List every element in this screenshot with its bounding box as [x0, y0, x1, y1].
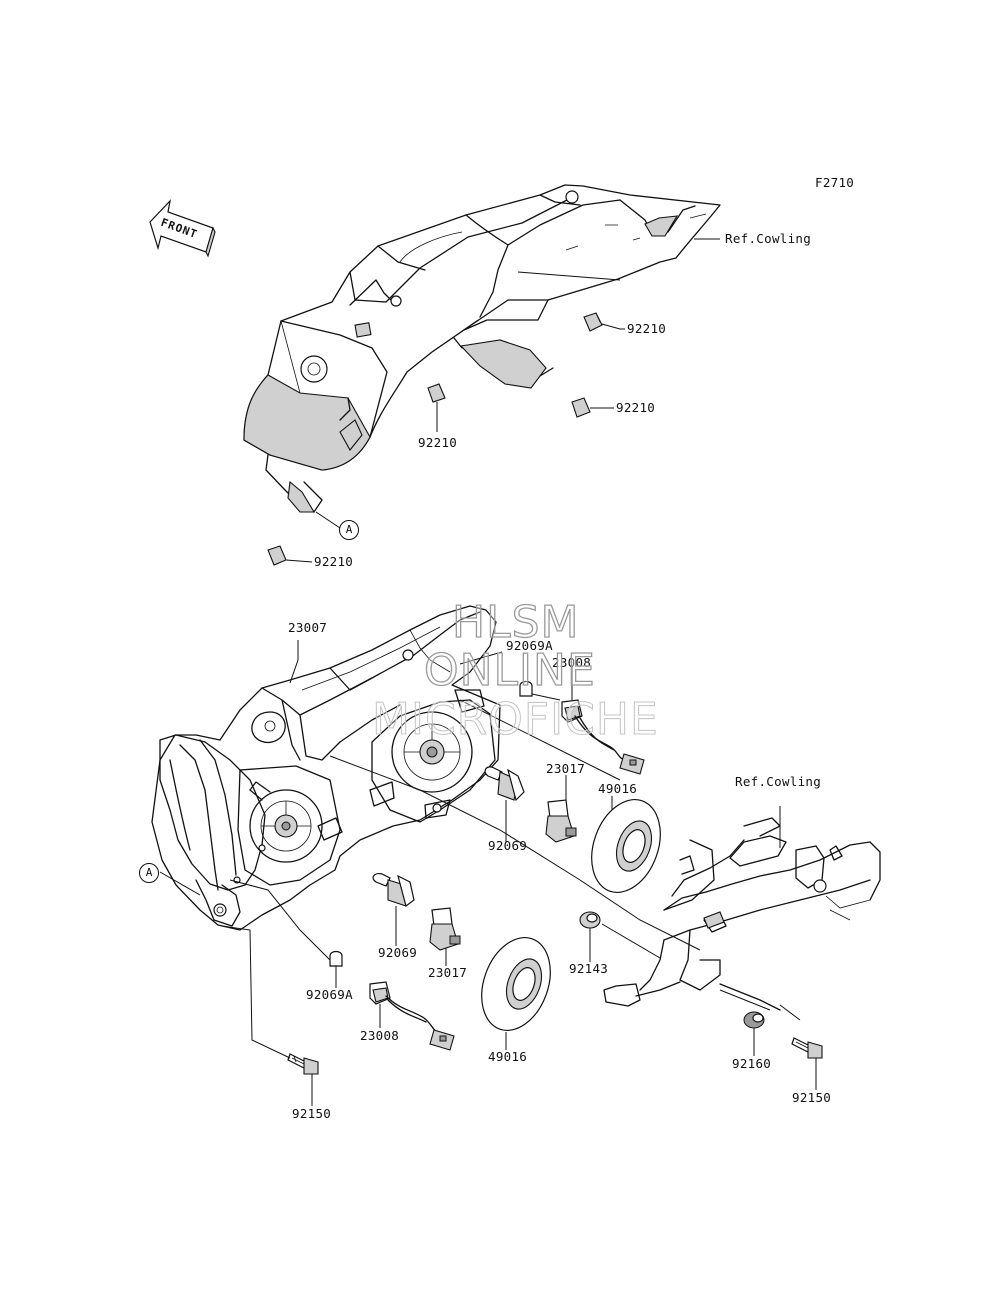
part-label-92210: 92210: [616, 400, 656, 415]
socket-23008-lower: [369, 981, 455, 1051]
part-label-92069A: 92069A: [506, 638, 553, 653]
part-label-92069A: 92069A: [306, 987, 353, 1002]
front-arrow-icon: [149, 199, 216, 258]
part-label-49016: 49016: [598, 781, 638, 796]
part-label-92150: 92150: [792, 1090, 832, 1105]
grommet-92143: [579, 911, 601, 929]
ref-cowling-label-upper: Ref.Cowling: [725, 231, 812, 246]
cover-49016-lower: [481, 936, 551, 1032]
part-label-23017: 23017: [546, 761, 586, 776]
part-label-23017: 23017: [428, 965, 468, 980]
part-label-49016: 49016: [488, 1049, 528, 1064]
watermark-line-2: ONLINE: [423, 645, 596, 696]
figure-code: F2710: [815, 175, 855, 190]
ref-cowling-label-lower: Ref.Cowling: [735, 774, 822, 789]
socket-23008-upper: [561, 699, 645, 775]
bolt-92150-left: [287, 1053, 319, 1075]
part-label-92069: 92069: [378, 945, 418, 960]
part-label-92150: 92150: [292, 1106, 332, 1121]
callout-a-lower: A: [139, 863, 159, 883]
clip-92210-left: [427, 383, 446, 403]
bulb-92069-upper: [484, 766, 525, 802]
grommet-92160: [743, 1011, 765, 1029]
socket-23017-upper: [545, 799, 577, 843]
cover-49016-upper: [591, 798, 661, 894]
headlight-assembly-23007: [151, 605, 501, 931]
bolt-92150-right: [791, 1037, 823, 1059]
part-label-23008: 23008: [552, 655, 592, 670]
part-label-92069: 92069: [488, 838, 528, 853]
inner-cowling-panel: [243, 184, 721, 513]
bulb-92069-lower: [372, 873, 415, 908]
part-label-92210: 92210: [627, 321, 667, 336]
clip-92210-upper: [583, 312, 603, 332]
socket-23017-lower: [429, 907, 461, 951]
part-label-23007: 23007: [288, 620, 328, 635]
watermark-line-3: MICROFICHE: [372, 694, 659, 745]
clip-92210-mid: [571, 397, 591, 418]
headlight-bracket: [603, 817, 881, 1011]
leaders-lower: [159, 640, 817, 1106]
leaders-upper: [285, 238, 720, 563]
part-label-23008: 23008: [360, 1028, 400, 1043]
clip-92210-lower: [267, 545, 287, 566]
part-label-92143: 92143: [569, 961, 609, 976]
part-label-92210: 92210: [314, 554, 354, 569]
callout-a-upper: A: [339, 520, 359, 540]
watermark-line-1: HLSM: [451, 597, 580, 648]
bulb-92069A-lower: [329, 950, 343, 967]
part-label-92210: 92210: [418, 435, 458, 450]
part-label-92160: 92160: [732, 1056, 772, 1071]
